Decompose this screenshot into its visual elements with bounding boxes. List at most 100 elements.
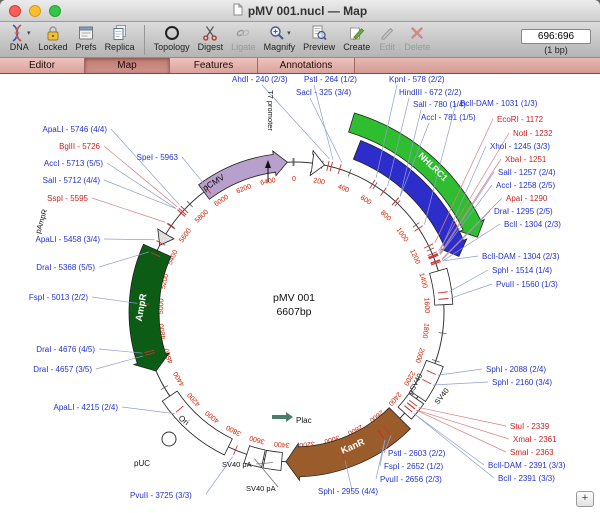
site-label[interactable]: SphI - 2088 (2/4) <box>486 365 546 374</box>
preview-icon <box>310 24 328 42</box>
feature-sv40-pa-2[interactable] <box>243 445 266 469</box>
site-label[interactable]: HindIII - 672 (2/2) <box>399 88 462 97</box>
feature-label[interactable]: SV40 pA <box>246 484 276 493</box>
site-leader-line <box>442 223 501 262</box>
site-label[interactable]: XbaI - 1251 <box>505 155 547 164</box>
scale-number: 5800 <box>194 209 210 225</box>
feature-label[interactable]: T7 promoter <box>266 90 275 131</box>
site-label[interactable]: SspI - 5595 <box>47 194 88 203</box>
site-label[interactable]: PstI - 264 (1/2) <box>304 75 357 84</box>
close-button[interactable] <box>9 5 21 17</box>
toolbar-locked-button[interactable]: Locked <box>35 23 72 52</box>
toolbar-digest-button[interactable]: Digest <box>194 23 228 52</box>
site-label[interactable]: KpnI - 578 (2/2) <box>389 75 445 84</box>
toolbar-preview-button[interactable]: Preview <box>299 23 339 52</box>
feature-sv40-pa-1[interactable] <box>262 449 283 471</box>
scale-number: 1000 <box>394 227 409 244</box>
site-label[interactable]: SacI - 325 (3/4) <box>296 88 351 97</box>
site-label[interactable]: StuI - 2339 <box>510 422 550 431</box>
site-label[interactable]: NotI - 1232 <box>513 129 553 138</box>
feature-bgh-pa[interactable] <box>429 267 454 306</box>
site-label[interactable]: XmaI - 2361 <box>513 435 557 444</box>
feature-label[interactable]: SV40 <box>432 386 450 406</box>
toolbar-ligate-button: Ligate <box>227 23 260 52</box>
feature-kanr[interactable] <box>285 407 411 482</box>
site-label[interactable]: PvuII - 1560 (1/3) <box>496 280 558 289</box>
site-label[interactable]: FspI - 5013 (2/2) <box>29 293 88 302</box>
feature-label[interactable]: Plac <box>296 416 312 425</box>
site-label[interactable]: AhdI - 240 (2/3) <box>232 75 288 84</box>
tab-map[interactable]: Map <box>85 58 170 73</box>
site-label[interactable]: ApaLI - 5746 (4/4) <box>43 125 108 134</box>
site-label[interactable]: SalI - 780 (1/4) <box>413 100 466 109</box>
site-label[interactable]: BclI - 1304 (2/3) <box>504 220 561 229</box>
magnify-icon: ▾ <box>268 24 291 42</box>
site-label[interactable]: SphI - 2160 (3/4) <box>492 378 552 387</box>
site-label[interactable]: ApaLI - 4215 (2/4) <box>54 403 119 412</box>
site-label[interactable]: DraI - 5368 (5/5) <box>36 263 95 272</box>
site-label[interactable]: BclI-DAM - 1304 (2/3) <box>482 252 560 261</box>
site-label[interactable]: XhoI - 1245 (3/3) <box>490 142 550 151</box>
site-label[interactable]: SalI - 1257 (2/4) <box>498 168 556 177</box>
feature-label[interactable]: SV40 pA <box>222 460 252 469</box>
site-leader-line <box>91 296 138 304</box>
site-label[interactable]: BclI - 2391 (3/3) <box>498 474 555 483</box>
cut-site-tick <box>428 253 438 258</box>
feature-pampr[interactable] <box>157 228 175 246</box>
feature-label[interactable]: pUC <box>134 459 150 468</box>
cut-site-tick <box>408 399 418 407</box>
cut-site-tick <box>380 187 387 196</box>
feature-ampr[interactable] <box>128 243 172 372</box>
feature-nhlrc1-outer[interactable] <box>348 112 485 238</box>
site-label[interactable]: ApaI - 1290 <box>506 194 548 203</box>
toolbar-magnify-button[interactable]: ▾Magnify <box>260 23 300 52</box>
site-label[interactable]: FspI - 2652 (1/2) <box>384 462 443 471</box>
site-label[interactable]: BclI-DAM - 2391 (3/3) <box>488 461 566 470</box>
map-zoom-button[interactable]: + <box>576 491 594 507</box>
toolbar-topology-button[interactable]: Topology <box>150 23 194 52</box>
toolbar-create-button[interactable]: Create <box>339 23 374 52</box>
selection-range-input[interactable] <box>521 29 591 44</box>
zoom-window-button[interactable] <box>49 5 61 17</box>
toolbar-replica-button[interactable]: Replica <box>101 23 139 52</box>
site-label[interactable]: SphI - 1514 (1/4) <box>492 266 552 275</box>
tab-editor[interactable]: Editor <box>0 58 85 73</box>
site-label[interactable]: SphI - 2955 (4/4) <box>318 487 378 496</box>
feature-pcmv[interactable] <box>198 149 288 200</box>
site-label[interactable]: BclI-DAM - 1031 (1/3) <box>460 99 538 108</box>
toolbar-prefs-button[interactable]: Prefs <box>72 23 101 52</box>
site-label[interactable]: AccI - 5713 (5/5) <box>44 159 103 168</box>
site-label[interactable]: ApaLI - 5458 (3/4) <box>36 235 101 244</box>
feature-label[interactable]: AmpR <box>134 293 150 323</box>
site-label[interactable]: DraI - 4676 (4/5) <box>36 345 95 354</box>
toolbar-edit-button: Edit <box>374 23 400 52</box>
toolbar-dna-button[interactable]: ▾DNA <box>4 23 35 52</box>
site-label[interactable]: PvuII - 3725 (3/3) <box>130 491 192 500</box>
toolbar-delete-button: Delete <box>400 23 434 52</box>
feature-psv40[interactable] <box>410 359 444 402</box>
feature-ori[interactable] <box>161 390 233 456</box>
feature-t7-promoter[interactable] <box>309 149 326 177</box>
cut-site-tick <box>156 240 166 246</box>
minimize-button[interactable] <box>29 5 41 17</box>
site-label[interactable]: AccI - 781 (1/5) <box>421 113 476 122</box>
site-label[interactable]: EcoRI - 1172 <box>497 115 544 124</box>
site-label[interactable]: SpeI - 5963 <box>137 153 179 162</box>
site-label[interactable]: DraI - 4657 (3/5) <box>33 365 92 374</box>
tab-features[interactable]: Features <box>170 58 258 73</box>
scale-number: 3800 <box>225 423 242 436</box>
site-label[interactable]: AccI - 1258 (2/5) <box>496 181 555 190</box>
feature-nhlrc1-inner[interactable] <box>352 139 468 257</box>
site-label[interactable]: PstI - 2603 (2/2) <box>388 449 446 458</box>
site-label[interactable]: SalI - 5712 (4/4) <box>43 176 101 185</box>
site-label[interactable]: PvuII - 2656 (2/3) <box>380 475 442 484</box>
tab-annotations[interactable]: Annotations <box>258 58 355 73</box>
site-label[interactable]: SmaI - 2363 <box>510 448 554 457</box>
site-leader-line <box>399 109 422 197</box>
site-label[interactable]: BglII - 5726 <box>59 142 100 151</box>
site-label[interactable]: DraI - 1295 (2/5) <box>494 207 553 216</box>
cut-site-tick <box>178 207 187 216</box>
feature-label[interactable]: pAmpR <box>33 207 49 234</box>
